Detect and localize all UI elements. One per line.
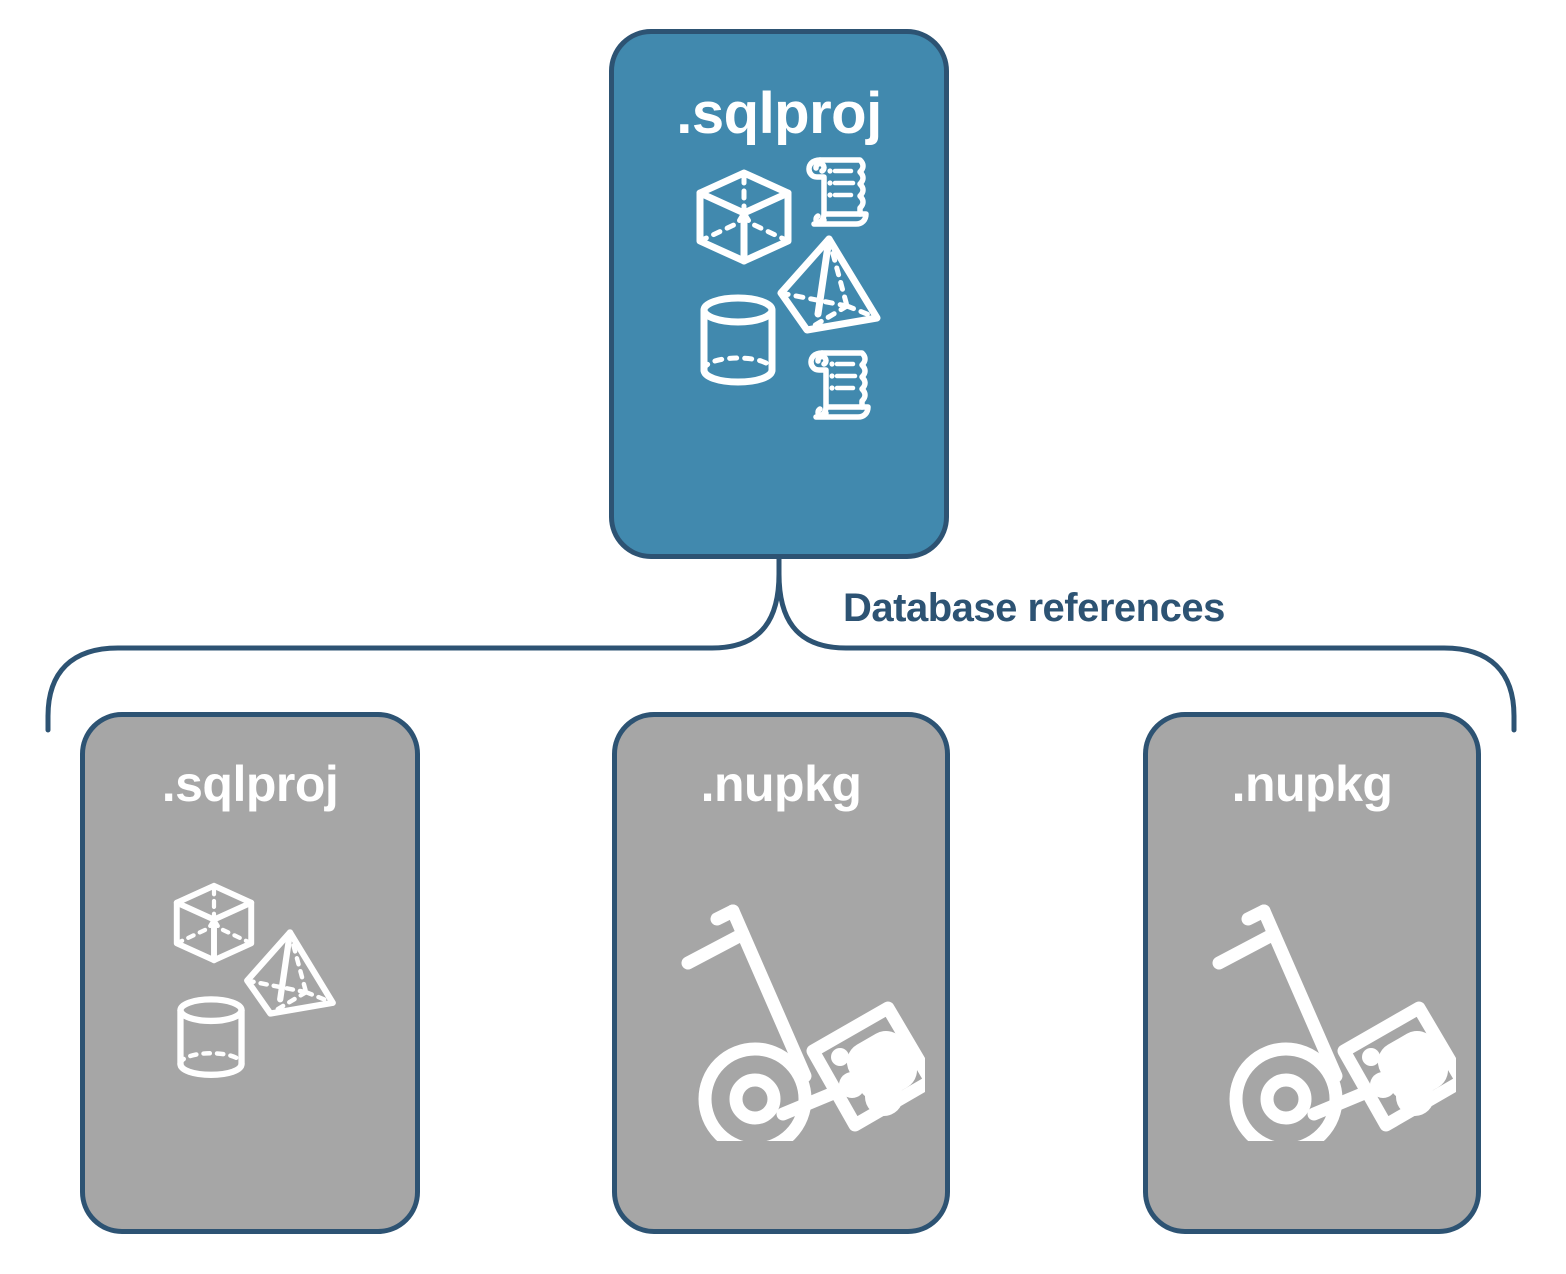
node-title: .nupkg (1231, 756, 1393, 812)
node-referenced-sqlproj[interactable]: .sqlproj (80, 712, 420, 1234)
cylinder-icon (700, 294, 776, 386)
node-title: .nupkg (700, 756, 862, 812)
scroll-icon (806, 157, 869, 227)
node-artwork (1148, 813, 1476, 1229)
node-artwork (614, 147, 944, 554)
pyramid-icon (777, 235, 881, 334)
connector-label: Database references (843, 586, 1225, 630)
cube-icon (173, 882, 255, 964)
cube-icon (696, 169, 792, 265)
node-sqlproj-root[interactable]: .sqlproj (609, 29, 949, 559)
scroll-icon (808, 350, 871, 420)
node-referenced-nupkg-2[interactable]: .nupkg (1143, 712, 1481, 1234)
hand-truck-package-icon (1212, 904, 1456, 1141)
node-title: .sqlproj (676, 81, 882, 146)
pyramid-icon (244, 929, 336, 1017)
node-referenced-nupkg-1[interactable]: .nupkg (612, 712, 950, 1234)
node-title: .sqlproj (161, 756, 339, 812)
hand-truck-package-icon (681, 904, 925, 1141)
node-artwork (617, 813, 945, 1229)
cylinder-icon (177, 996, 245, 1078)
node-artwork (85, 813, 415, 1229)
